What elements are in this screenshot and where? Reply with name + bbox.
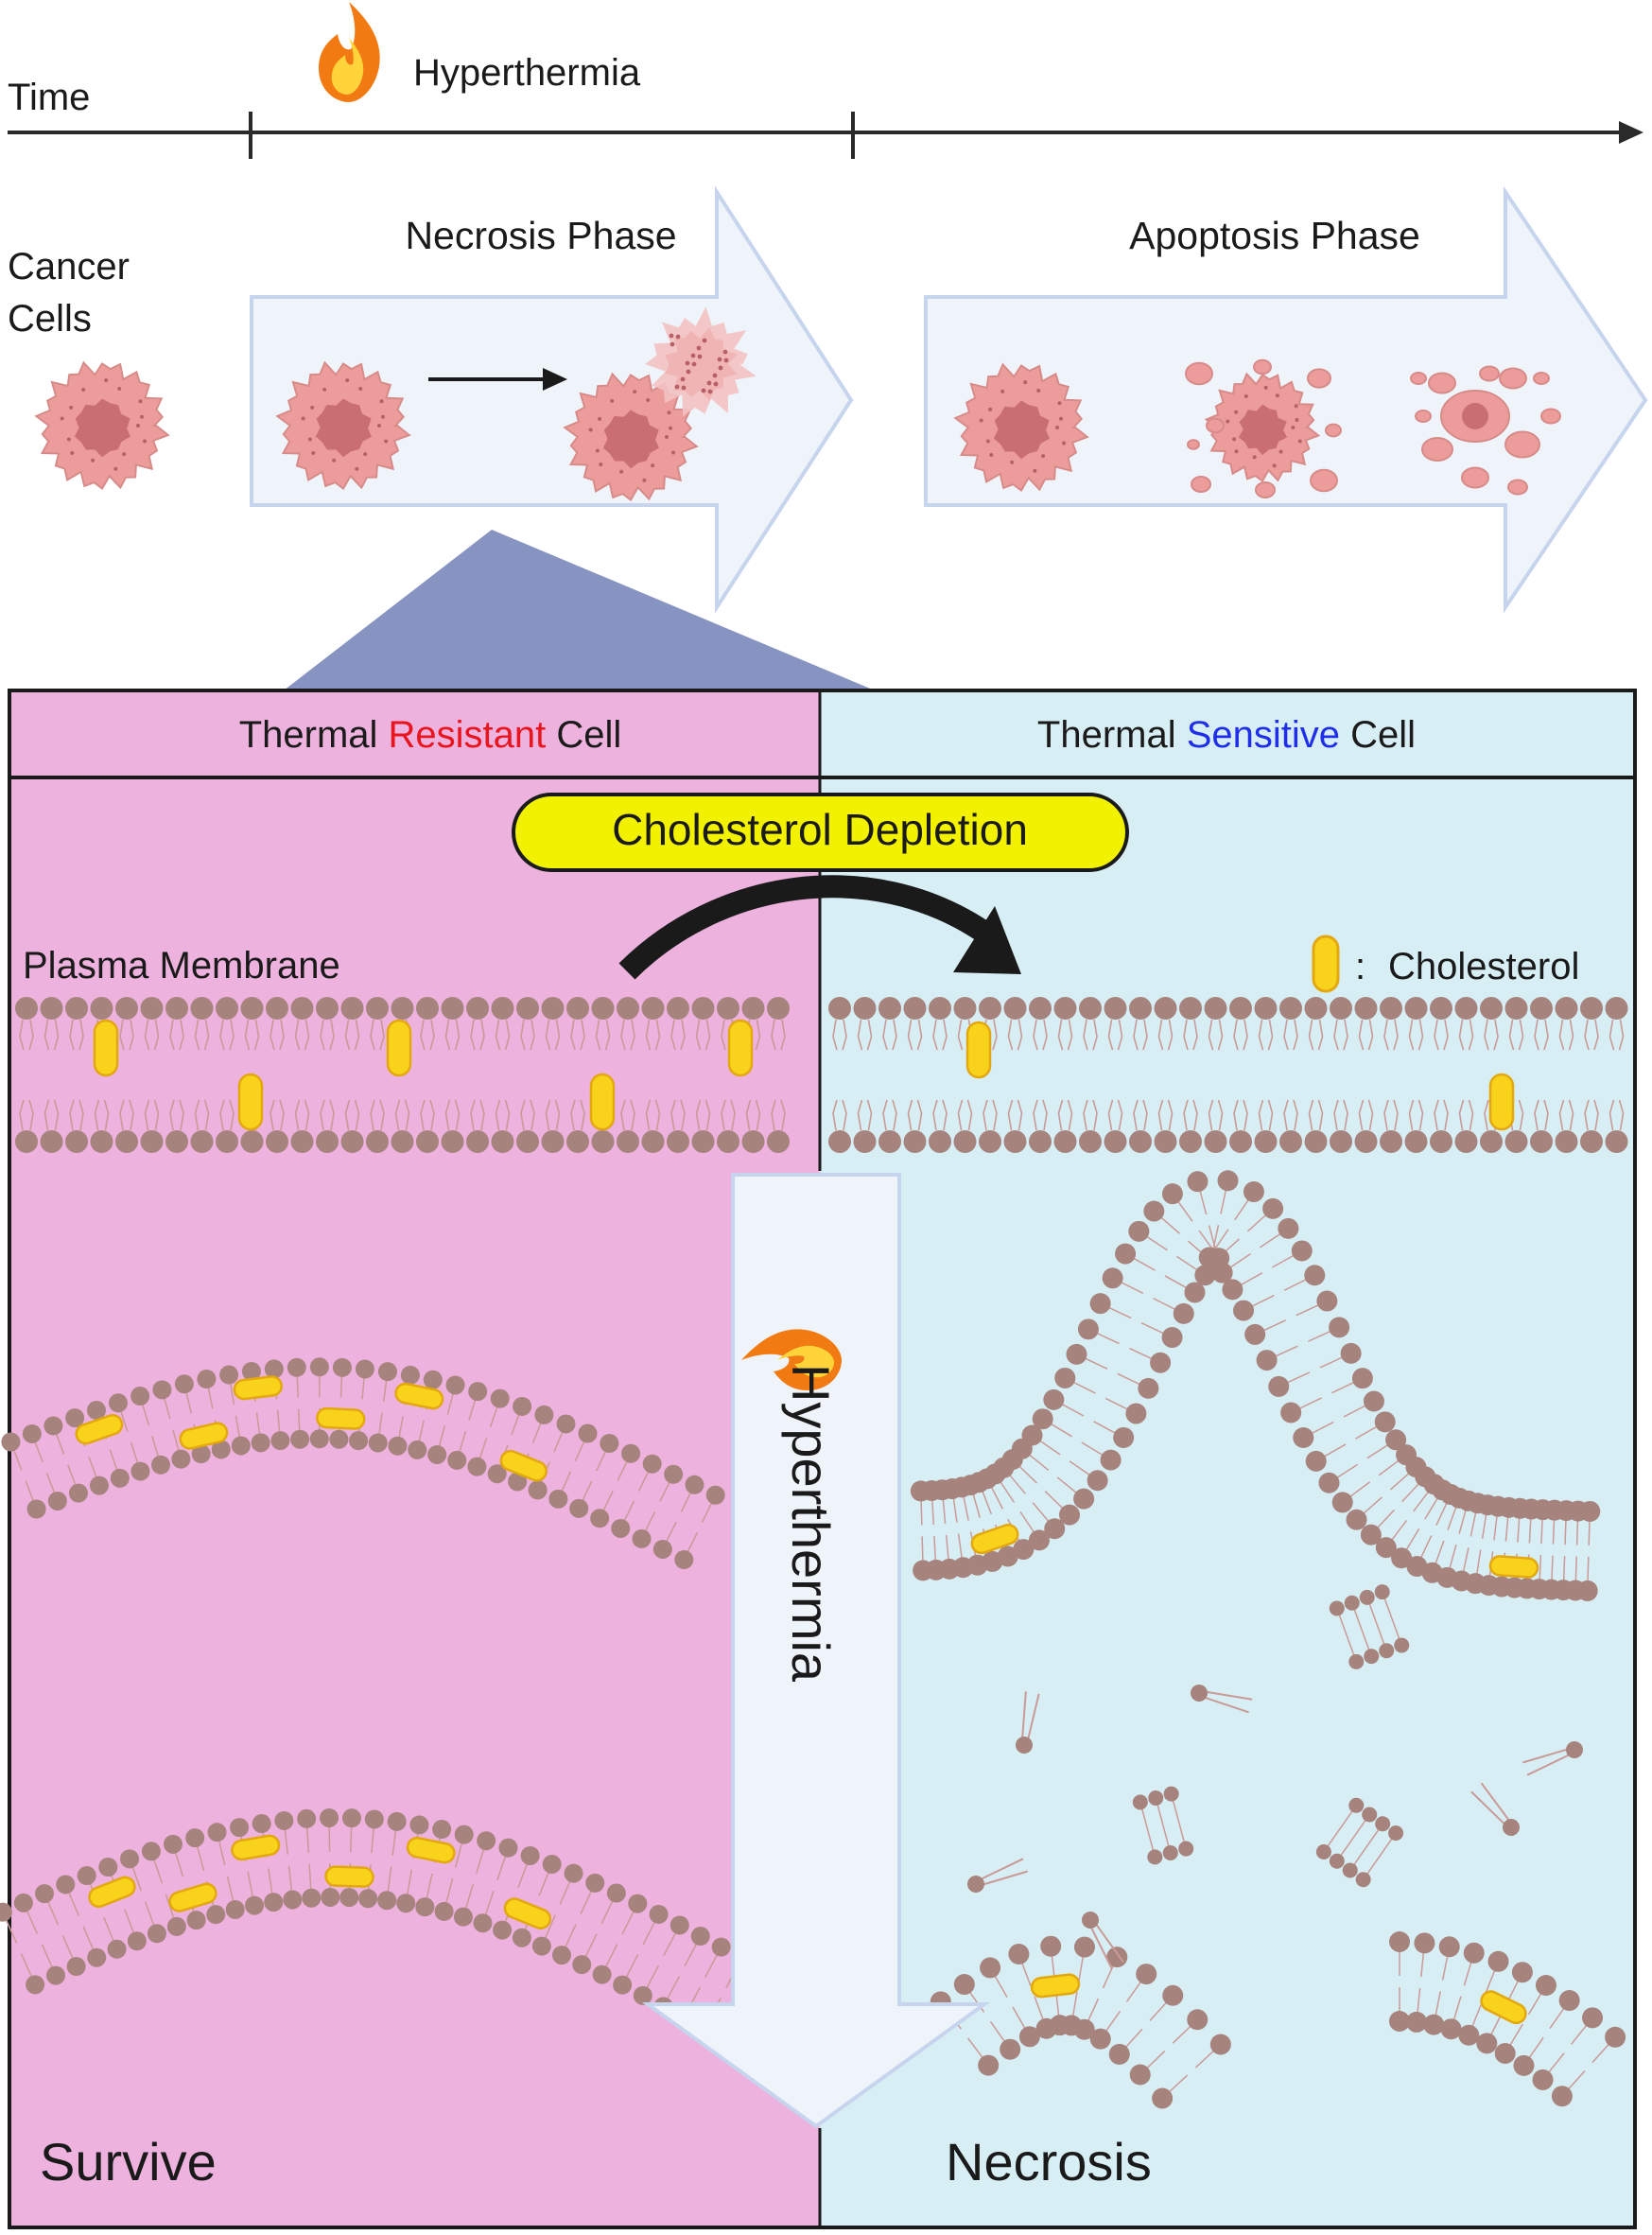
cholesterol-icon — [75, 1413, 124, 1445]
legend-colon: : — [1355, 946, 1365, 987]
cholesterol-icon — [237, 1073, 264, 1131]
cholesterol-icon — [970, 1523, 1019, 1555]
necrotic-burst — [645, 306, 756, 417]
apoptosis-cell — [953, 362, 1089, 492]
membrane-fragment — [930, 1935, 1231, 2109]
bulging-membrane-sensitive — [910, 1170, 1601, 1601]
lipid-cluster — [1315, 1797, 1404, 1888]
plasma-membrane-resistant — [15, 997, 790, 1153]
flame-icon — [741, 1329, 842, 1390]
cholesterol-icon — [88, 1876, 136, 1909]
wavy-membrane-resistant — [1, 1357, 725, 1570]
time-label: Time — [8, 77, 90, 118]
cholesterol-icon — [233, 1375, 283, 1401]
free-lipid — [1470, 1782, 1520, 1836]
free-lipid — [1016, 1691, 1040, 1754]
plasma-membrane-label: Plasma Membrane — [23, 945, 340, 987]
hyperthermia-down-arrow — [641, 1173, 991, 2129]
lipid-cluster — [1132, 1786, 1194, 1865]
resistant-header-suffix: Cell — [546, 714, 621, 756]
plasma-membrane-sensitive — [828, 997, 1628, 1153]
resistant-header: Thermal Resistant Cell — [239, 714, 622, 756]
zoom-funnel — [284, 530, 875, 690]
cholesterol-icon — [324, 1865, 374, 1888]
transition-arrow-icon — [428, 368, 567, 391]
sensitive-header-prefix: Thermal — [1037, 714, 1187, 756]
necrosis-phase-arrow — [250, 185, 854, 614]
resistant-header-prefix: Thermal — [239, 714, 389, 756]
cholesterol-icon — [1488, 1073, 1515, 1131]
hyperthermia-vertical-label: Hyperthermia — [781, 1364, 841, 1683]
cholesterol-icon — [93, 1019, 119, 1077]
survive-label: Survive — [40, 2132, 217, 2191]
sensitive-header: Thermal Sensitive Cell — [1037, 714, 1416, 756]
sensitive-header-suffix: Cell — [1340, 714, 1416, 756]
cholesterol-depletion-pill — [512, 793, 1129, 872]
cells-layer — [34, 306, 1561, 501]
free-lipid — [1082, 1912, 1124, 1969]
cholesterol-depletion-label: Cholesterol Depletion — [612, 805, 1028, 854]
cholesterol-icon — [1488, 1555, 1539, 1579]
cholesterol-icon — [316, 1406, 366, 1430]
cholesterol-icon — [406, 1836, 456, 1864]
cholesterol-icon — [179, 1422, 229, 1450]
cancer-cell — [275, 360, 411, 490]
timeline-arrowhead-icon — [1619, 121, 1643, 144]
apoptotic-bodies — [1410, 365, 1561, 496]
free-lipid — [1191, 1685, 1253, 1714]
necrosis-label: Necrosis — [946, 2132, 1152, 2191]
resistant-header-keyword: Resistant — [389, 714, 547, 756]
free-lipid — [1522, 1741, 1583, 1776]
cancer-cells-label: Cancer — [8, 246, 130, 288]
apoptosis-phase-title: Apoptosis Phase — [1129, 214, 1420, 257]
necrosis-phase-title: Necrosis Phase — [405, 214, 676, 257]
cholesterol-icon — [1030, 1973, 1081, 1999]
wavy-membrane-resistant-2 — [0, 1807, 752, 2038]
lipid-cluster — [1329, 1584, 1410, 1669]
cancer-cells-label-line2: Cells — [8, 298, 92, 340]
cholesterol-icon — [727, 1019, 754, 1077]
membranes-layer — [0, 997, 1628, 2109]
cholesterol-icon — [499, 1449, 548, 1482]
cholesterol-icon — [589, 1073, 616, 1131]
cholesterol-icon — [965, 1021, 992, 1079]
hyperthermia-timeline-label: Hyperthermia — [413, 52, 641, 94]
cholesterol-icon — [168, 1882, 217, 1912]
cholesterol-icon — [394, 1382, 444, 1410]
flame-icon — [319, 2, 380, 102]
free-lipid — [967, 1858, 1028, 1893]
cholesterol-icon — [503, 1897, 552, 1929]
timeline: Time Hyperthermia — [8, 2, 1643, 159]
cancer-cell — [34, 360, 170, 490]
blebbing-cell — [1185, 358, 1342, 498]
cholesterol-icon — [386, 1019, 412, 1077]
cholesterol-legend-icon — [1312, 934, 1340, 993]
sensitive-header-keyword: Sensitive — [1187, 714, 1340, 756]
cholesterol-legend-label: Cholesterol — [1388, 946, 1579, 987]
membrane-fragment — [1388, 1931, 1626, 2107]
cholesterol-icon — [231, 1834, 281, 1861]
depletion-curved-arrow-icon — [618, 875, 1021, 980]
cholesterol-icon — [1480, 1990, 1527, 2025]
